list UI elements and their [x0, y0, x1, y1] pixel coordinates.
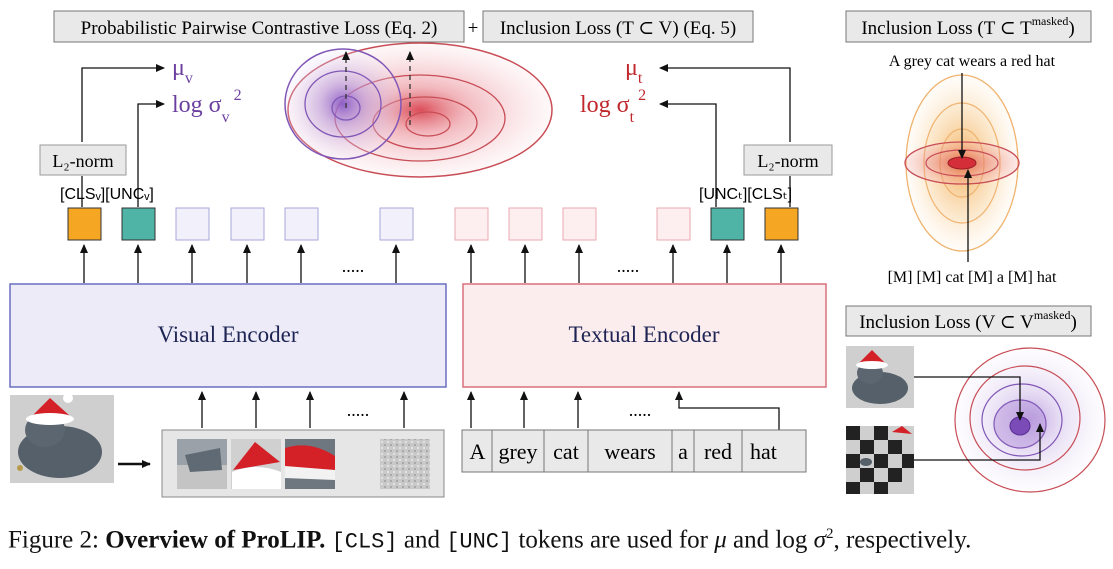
- inclusion-image-label: Inclusion Loss (V ⊂ Vmasked): [859, 308, 1077, 333]
- text-token-labels: [UNCₜ][CLSₜ]: [699, 186, 792, 203]
- caption-unc-token: [UNC]: [446, 529, 513, 555]
- hat-to-encoder-arrow: [675, 391, 780, 430]
- logsigma-v-label: log σv2: [172, 87, 242, 126]
- visual-patch-token: [230, 207, 265, 241]
- image-patches-row: [161, 429, 445, 498]
- inclusion-image-box: Inclusion Loss (V ⊂ Vmasked): [845, 305, 1092, 337]
- l2norm-visual-box: L₂-norm: [39, 144, 127, 176]
- inclusion-text-box: Inclusion Loss (T ⊂ Tmasked): [845, 10, 1092, 43]
- patch-3: [285, 439, 335, 489]
- cls-v-token: [67, 207, 102, 241]
- l2norm-text-box: L₂-norm: [743, 144, 833, 176]
- logsigma-v-arrow: [137, 100, 165, 207]
- text-token-dots: .....: [617, 256, 640, 276]
- visual-patch-token: [379, 207, 414, 241]
- patch-2: [231, 439, 281, 489]
- text-tokens: [454, 207, 799, 241]
- masked-sentence-label: [M] [M] cat [M] a [M] hat: [888, 269, 1057, 286]
- caption-rest: tokens are used for: [512, 526, 715, 554]
- masked-text-distribution: [904, 74, 1020, 252]
- caption-sigma: σ: [813, 526, 826, 554]
- textual-encoder-label: Textual Encoder: [568, 322, 719, 347]
- caption-mu: μ: [714, 526, 727, 554]
- visual-token-labels: [CLSᵥ][UNCᵥ]: [60, 186, 154, 203]
- encoder-to-token-arrows: [80, 244, 785, 283]
- text-word-token: [562, 207, 597, 241]
- mu-v-label: μv: [172, 55, 193, 87]
- patch-4: [380, 439, 430, 489]
- mu-v-arrow: [81, 64, 165, 142]
- word-token-6: hat: [750, 439, 777, 464]
- visual-patch-token: [284, 207, 319, 241]
- word-token-4: a: [678, 439, 688, 464]
- caption-and-log: and log: [726, 526, 814, 554]
- small-cat-image: [846, 346, 914, 408]
- visual-tokens: [67, 207, 414, 241]
- inclusion-tv-label: Inclusion Loss (T ⊂ V) (Eq. 5): [500, 18, 736, 39]
- masked-cat-to-distribution-arrow: [914, 423, 1044, 461]
- contrastive-loss-box: Probabilistic Pairwise Contrastive Loss …: [53, 10, 465, 43]
- mu-t-arrow: [659, 64, 791, 142]
- caption-cls-token: [CLS]: [331, 529, 398, 555]
- word-token-0: A: [470, 439, 486, 464]
- inclusion-text-label: Inclusion Loss (T ⊂ Tmasked): [861, 14, 1074, 39]
- l2norm-visual-label: L₂-norm: [52, 151, 113, 171]
- word-token-2: cat: [553, 439, 579, 464]
- contrastive-loss-label: Probabilistic Pairwise Contrastive Loss …: [81, 18, 438, 39]
- caption-bold-title: Overview of ProLIP.: [105, 526, 326, 554]
- masked-cat-image: [846, 426, 914, 494]
- visual-token-dots: .....: [342, 256, 365, 276]
- logsigma-t-label: log σt2: [580, 87, 646, 126]
- visual-patch-token: [175, 207, 210, 241]
- word-token-3: wears: [604, 439, 655, 464]
- word-token-5: red: [704, 439, 732, 464]
- text-word-token: [508, 207, 543, 241]
- input-to-encoder-arrows: [198, 391, 582, 428]
- caption-prefix: Figure 2:: [8, 526, 106, 554]
- caption-end: , respectively.: [833, 526, 972, 554]
- inclusion-tv-box: Inclusion Loss (T ⊂ V) (Eq. 5): [482, 10, 754, 43]
- logsigma-t-arrow: [659, 100, 717, 207]
- word-token-1: grey: [498, 439, 537, 464]
- input-cat-image: [10, 393, 114, 483]
- l2norm-text-label: L₂-norm: [757, 151, 818, 171]
- unc-v-token: [121, 207, 156, 241]
- caption-and: and: [397, 526, 447, 554]
- cat-to-distribution-arrow: [914, 376, 1024, 421]
- visual-distribution-ellipses: [284, 48, 402, 160]
- textual-encoder: Textual Encoder: [462, 283, 827, 388]
- text-word-token: [656, 207, 691, 241]
- cls-t-token: [764, 207, 799, 241]
- visual-encoder: Visual Encoder: [9, 283, 447, 388]
- sentence-label: A grey cat wears a red hat: [889, 53, 1056, 70]
- patch-1: [177, 439, 227, 489]
- figure-caption: Figure 2: Overview of ProLIP. [CLS] and …: [8, 526, 971, 554]
- masked-image-distribution: [954, 347, 1106, 493]
- visual-input-dots: .....: [347, 400, 370, 420]
- mu-t-label: μt: [625, 55, 643, 87]
- unc-t-token: [710, 207, 745, 241]
- visual-encoder-label: Visual Encoder: [157, 322, 298, 347]
- caption-sup: 2: [825, 526, 834, 542]
- plus-sign: +: [468, 18, 479, 39]
- text-word-token: [454, 207, 489, 241]
- text-input-dots: .....: [629, 400, 652, 420]
